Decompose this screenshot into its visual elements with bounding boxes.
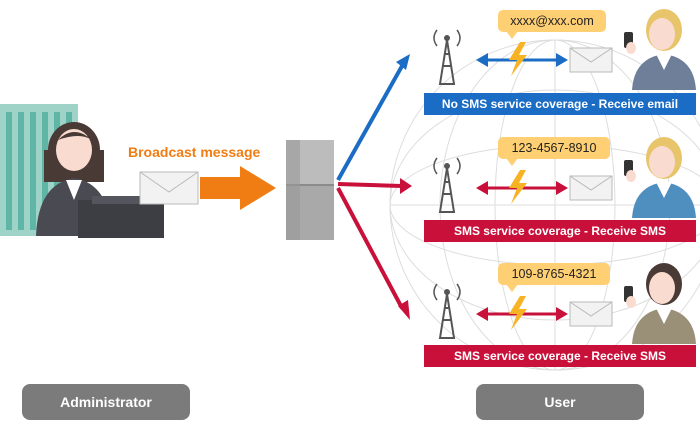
lightning-icon (509, 170, 527, 204)
user-3-banner: SMS service coverage - Receive SMS (424, 345, 696, 367)
arrowhead-user-1 (396, 54, 410, 70)
message-envelope-icon (569, 175, 613, 201)
lightning-icon (509, 42, 527, 76)
user-1-banner: No SMS service coverage - Receive email (424, 93, 696, 115)
user-3-contact: 109-8765-4321 (498, 263, 610, 292)
arrow-to-user-2 (337, 182, 403, 188)
user-row-sms-2 (433, 263, 696, 344)
broadcast-label: Broadcast message (128, 144, 261, 160)
distribution-arrows (336, 65, 404, 309)
arrow-to-user-1 (336, 65, 404, 181)
arrowhead-user-3 (398, 300, 410, 320)
arrowhead-user-2 (400, 178, 412, 194)
message-envelope-icon (569, 301, 613, 327)
cell-tower-icon (433, 283, 461, 339)
user-row-sms-1 (433, 137, 696, 218)
user-row-email (433, 9, 696, 90)
user-person-icon (624, 137, 696, 218)
administrator-label: Administrator (22, 384, 190, 420)
cell-tower-icon (433, 157, 461, 213)
server-icon (286, 140, 334, 240)
user-2-banner: SMS service coverage - Receive SMS (424, 220, 696, 242)
user-person-icon (624, 9, 696, 90)
message-envelope-icon (569, 47, 613, 73)
lightning-icon (509, 296, 527, 330)
user-1-contact: xxxx@xxx.com (498, 10, 606, 39)
administrator-person-icon (36, 122, 164, 238)
user-person-icon (624, 263, 696, 344)
broadcast-arrow-icon (200, 166, 276, 210)
arrow-to-user-3 (336, 187, 404, 309)
user-2-contact: 123-4567-8910 (498, 137, 610, 166)
user-label: User (476, 384, 644, 420)
broadcast-envelope-icon (139, 171, 199, 205)
cell-tower-icon (433, 29, 461, 85)
